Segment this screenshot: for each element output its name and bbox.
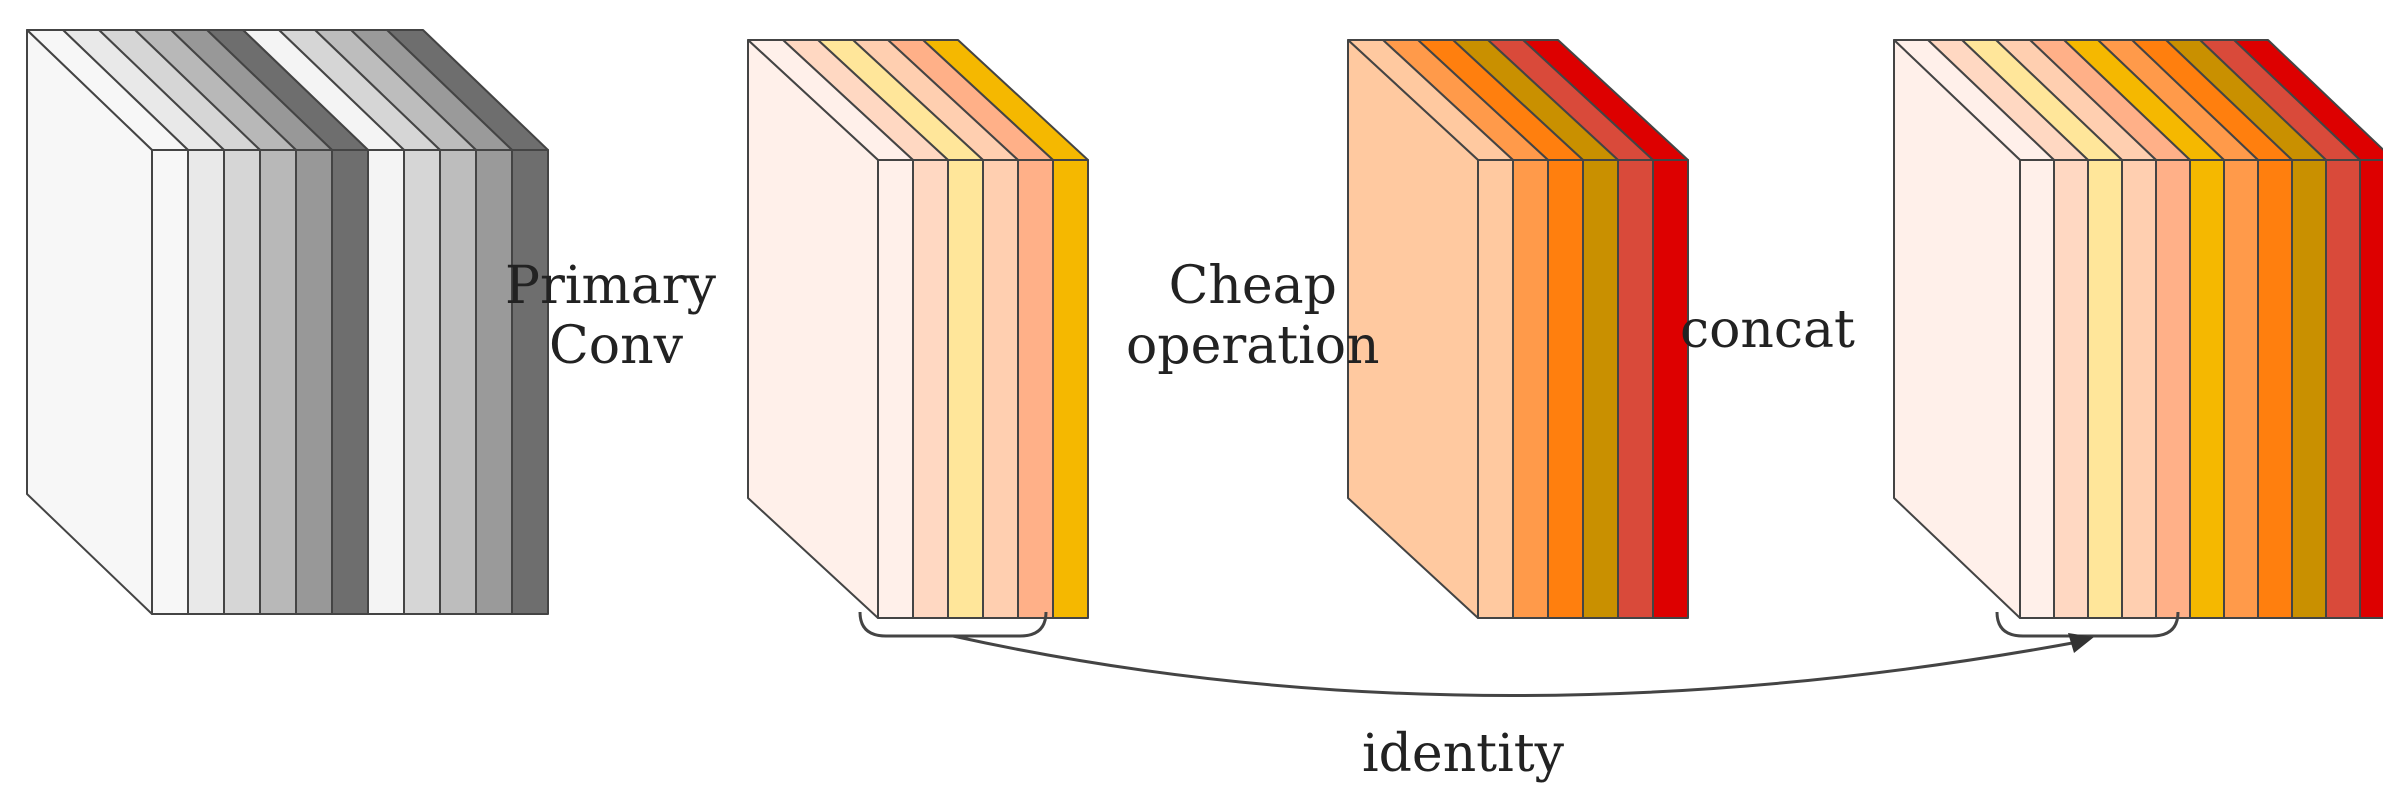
ghost-feature-map-block [1347, 39, 1479, 619]
layer-front-face [403, 149, 441, 615]
layer-front-face [947, 159, 984, 619]
layer-front-face [2325, 159, 2361, 619]
layer-front-face [187, 149, 225, 615]
feature-layer [1487, 39, 1654, 619]
layer-front-face [1582, 159, 1619, 619]
identity-label: identity [1362, 724, 1564, 784]
cheap-operation-label-line-2: operation [1126, 316, 1380, 376]
block-left-face [26, 29, 153, 615]
layer-front-face [475, 149, 513, 615]
feature-layer [1522, 39, 1689, 619]
layer-front-face [1512, 159, 1549, 619]
block-left-face [1893, 39, 2021, 619]
block-left-face [1347, 39, 1479, 619]
layer-front-face [2189, 159, 2225, 619]
intrinsic-feature-map-block [747, 39, 879, 619]
layer-front-face [511, 149, 549, 615]
layer-front-face [2087, 159, 2123, 619]
layer-front-face [2291, 159, 2327, 619]
feature-layer [852, 39, 1019, 619]
layer-front-face [151, 149, 189, 615]
identity-arrow-curve [952, 634, 2079, 697]
concat-label: concat [1680, 300, 1855, 360]
feature-layer [134, 29, 297, 615]
layer-front-face [2155, 159, 2191, 619]
layer-front-face [439, 149, 477, 615]
feature-map-blocks [26, 29, 2383, 619]
layer-front-face [2257, 159, 2293, 619]
layer-front-face [259, 149, 297, 615]
primary-conv-label-line-2: Conv [549, 316, 683, 376]
feature-layer [26, 29, 189, 615]
layer-front-face [2053, 159, 2089, 619]
layer-front-face [2359, 159, 2383, 619]
layer-front-face [295, 149, 333, 615]
layer-front-face [1017, 159, 1054, 619]
layer-front-face [1617, 159, 1654, 619]
primary-conv-label: Primary Conv [505, 256, 716, 376]
feature-layer [98, 29, 261, 615]
feature-layer [922, 39, 1089, 619]
feature-layer [1382, 39, 1549, 619]
layer-front-face [367, 149, 405, 615]
feature-layer [278, 29, 441, 615]
feature-layer [1995, 39, 2157, 619]
layer-front-face [1052, 159, 1089, 619]
layer-front-face [1652, 159, 1689, 619]
feature-layer [1347, 39, 1514, 619]
layer-front-face [2223, 159, 2259, 619]
primary-conv-label-line-1: Primary [505, 256, 717, 316]
cheap-operation-label-line-1: Cheap [1168, 256, 1337, 316]
output-feature-map-block [1893, 39, 2021, 619]
layer-front-face [223, 149, 261, 615]
layer-front-face [2121, 159, 2157, 619]
feature-layer [206, 29, 369, 615]
block-left-face [747, 39, 879, 619]
identity-connector [858, 611, 2180, 697]
layer-front-face [2019, 159, 2055, 619]
feature-layer [350, 29, 513, 615]
layer-front-face [1547, 159, 1584, 619]
identity-arrowhead [2068, 633, 2094, 653]
feature-layer [2199, 39, 2361, 619]
feature-layer [1927, 39, 2089, 619]
layer-front-face [877, 159, 914, 619]
feature-layer [2131, 39, 2293, 619]
input-feature-map-block [26, 29, 153, 615]
layer-front-face [1477, 159, 1514, 619]
feature-layer [1452, 39, 1619, 619]
layer-front-face [912, 159, 949, 619]
cheap-operation-label: Cheap operation [1126, 256, 1380, 376]
layer-front-face [331, 149, 369, 615]
layer-front-face [982, 159, 1019, 619]
feature-layer [62, 29, 225, 615]
